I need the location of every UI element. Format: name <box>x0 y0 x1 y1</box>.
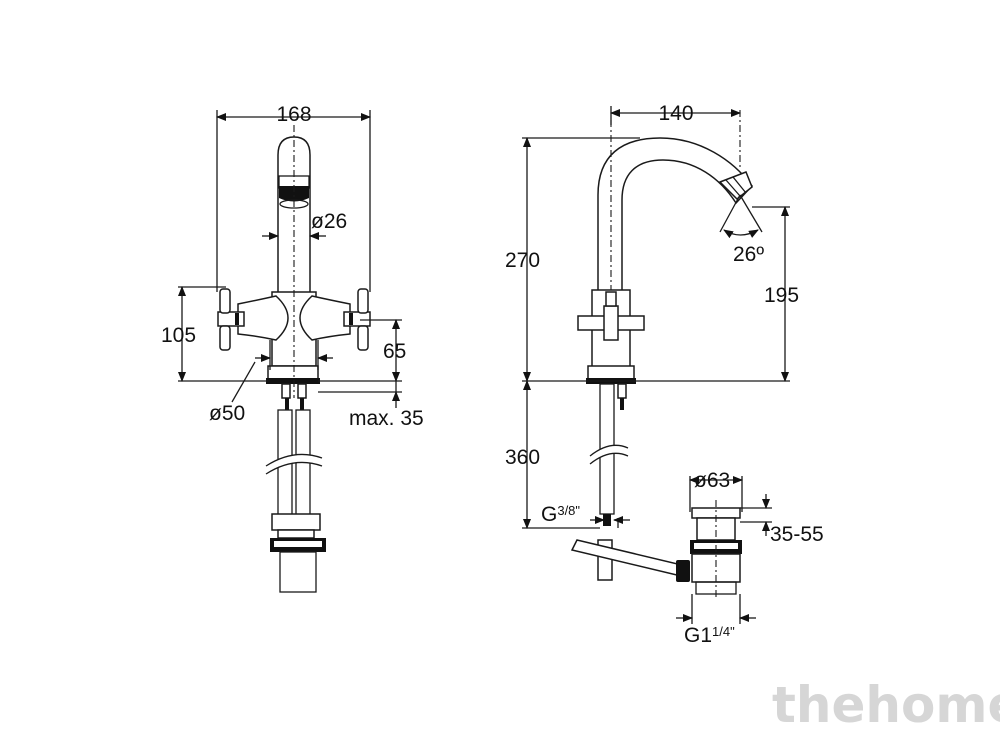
watermark: thehome <box>772 676 1000 734</box>
total-height-label: 270 <box>505 249 540 272</box>
spout-diameter-label: ø26 <box>311 210 347 233</box>
hose-length-label: 360 <box>505 446 540 469</box>
spout-angle-label: 26º <box>733 243 764 266</box>
front-width-label: 168 <box>276 103 311 126</box>
front-spout <box>277 136 311 323</box>
side-spout <box>597 137 753 306</box>
handle-height-label: 105 <box>161 324 196 347</box>
max-deck-label: max. 35 <box>349 407 424 430</box>
spout-clearance-label: 195 <box>764 284 799 307</box>
waste-diameter-label: ø63 <box>694 469 730 492</box>
reach-label: 140 <box>658 102 693 125</box>
waste-thread-label: G11/4" <box>684 624 735 647</box>
connection-label: G3/8" <box>541 503 580 526</box>
outlet-height-label: 65 <box>383 340 406 363</box>
waste-range-label: 35-55 <box>770 523 824 546</box>
base-diameter-label: ø50 <box>209 402 245 425</box>
front-view: 168 ø26 105 65 ø50 max. 35 <box>161 103 424 593</box>
side-view: 140 270 195 26º 360 G3/8" ø63 35-55 G11/… <box>505 102 824 647</box>
